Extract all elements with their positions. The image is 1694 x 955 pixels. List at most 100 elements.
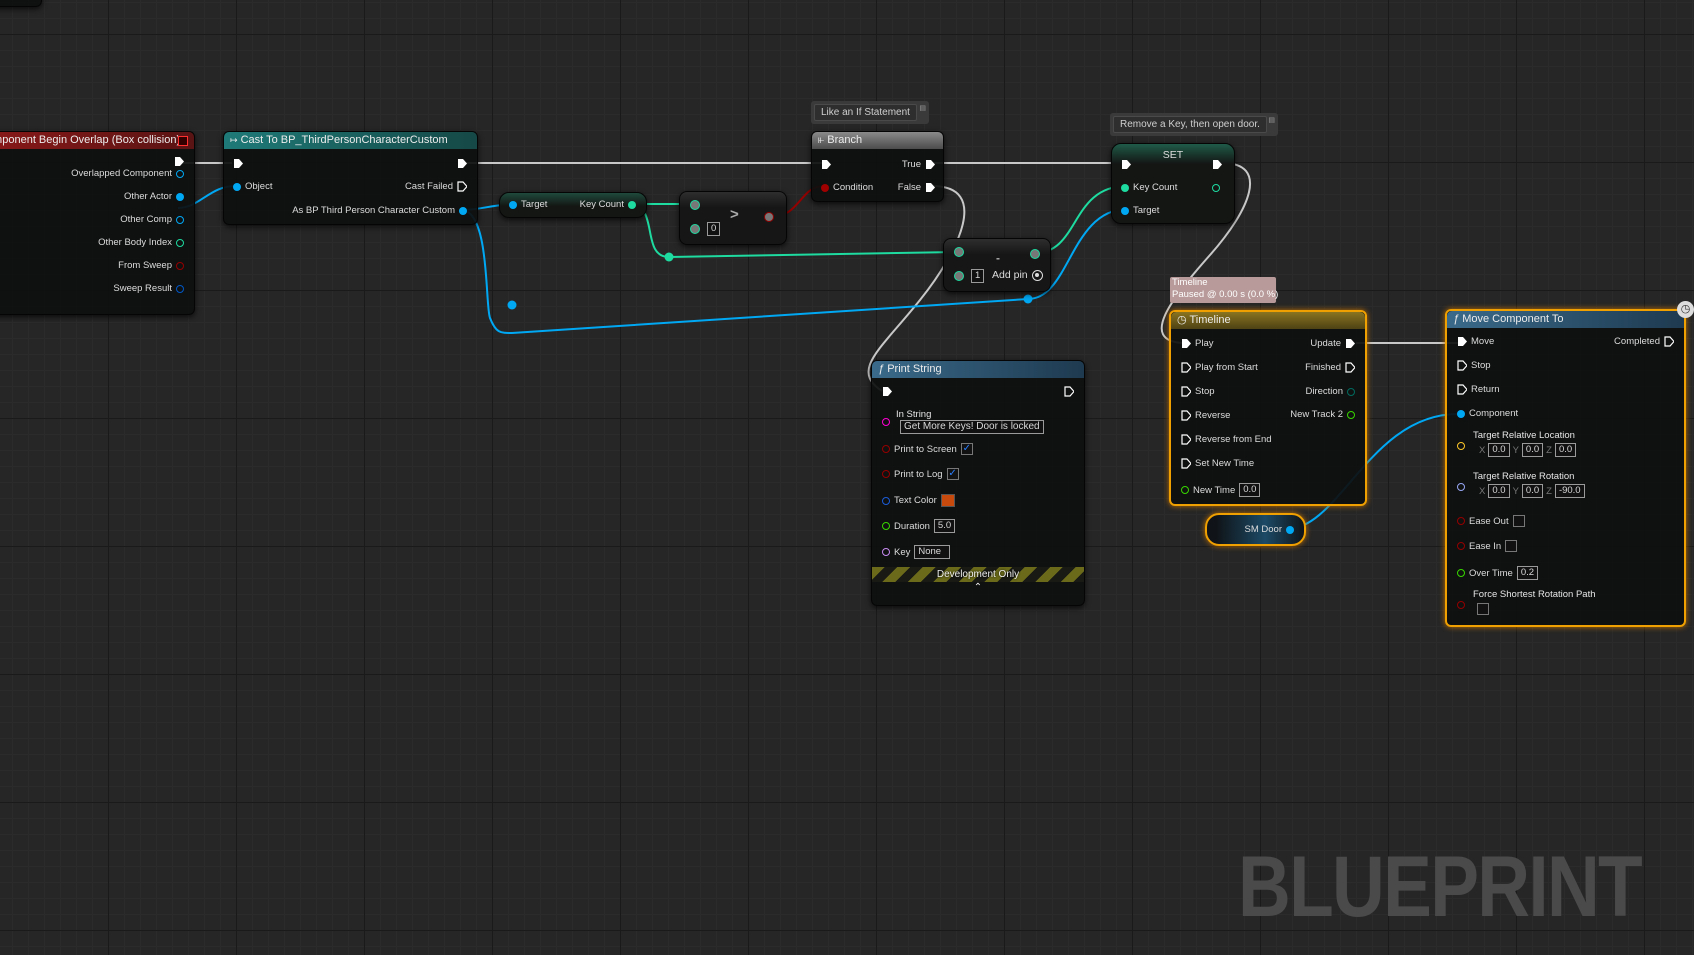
object-pin-icon <box>176 192 184 201</box>
pin-exec-out[interactable] <box>174 156 184 167</box>
integer-pin-icon[interactable] <box>1212 184 1220 192</box>
pin-exec-in[interactable] <box>821 159 831 170</box>
get-key-count-node[interactable]: Target Key Count <box>499 192 647 218</box>
rotator-pin-icon[interactable] <box>1457 483 1465 491</box>
pin-reverse-from-end[interactable]: Reverse from End <box>1181 434 1272 445</box>
int-input-b-pin[interactable] <box>954 271 964 281</box>
pin-print-to-screen[interactable]: Print to Screen✓ <box>882 443 973 455</box>
add-pin-button[interactable]: Add pin <box>992 269 1043 281</box>
pin-move[interactable]: Move <box>1457 336 1494 347</box>
location-z-input[interactable]: 0.0 <box>1554 443 1577 457</box>
pin-overlapped-component[interactable]: Overlapped Component <box>71 168 184 179</box>
pin-true[interactable]: True <box>902 159 935 170</box>
print-to-log-checkbox[interactable]: ✓ <box>946 468 959 480</box>
ease-in-checkbox[interactable] <box>1505 540 1518 552</box>
sm-door-variable-node[interactable]: SM Door <box>1205 513 1306 546</box>
pin-play[interactable]: Play <box>1181 338 1213 349</box>
branch-node-header: ⫦ Branch <box>812 132 943 149</box>
int-input-b-pin[interactable] <box>690 224 700 234</box>
in-string-input[interactable]: Get More Keys! Door is locked <box>900 420 1044 434</box>
pin-from-sweep[interactable]: From Sweep <box>118 260 184 271</box>
key-input[interactable]: None <box>914 545 951 559</box>
text-color-swatch[interactable] <box>940 494 955 507</box>
pin-update[interactable]: Update <box>1310 338 1355 349</box>
function-icon: ƒ <box>878 363 885 375</box>
collapse-arrow-icon[interactable]: ⌃ <box>973 582 983 593</box>
pin-completed[interactable]: Completed <box>1614 336 1674 347</box>
pin-exec-out[interactable] <box>1064 386 1074 397</box>
pin-sweep-result[interactable]: Sweep Result <box>113 283 184 294</box>
string-pin-icon[interactable] <box>882 418 890 426</box>
print-to-screen-checkbox[interactable]: ✓ <box>960 443 973 455</box>
vector-pin-icon[interactable] <box>1457 442 1465 450</box>
move-component-to-node[interactable]: ƒ Move Component To ◷ Move Completed Sto… <box>1445 301 1694 627</box>
pin-cast-failed[interactable]: Cast Failed <box>405 181 467 192</box>
pin-target[interactable]: Target <box>509 199 547 210</box>
pin-exec-out[interactable] <box>1212 159 1222 170</box>
pin-key-count-out[interactable]: Key Count <box>580 199 636 210</box>
location-x-input[interactable]: 0.0 <box>1488 443 1510 457</box>
pin-other-body-index[interactable]: Other Body Index <box>98 237 184 248</box>
pin-exec-in[interactable] <box>233 158 243 169</box>
pin-reverse[interactable]: Reverse <box>1181 410 1230 421</box>
pin-target[interactable]: Target <box>1121 205 1159 216</box>
pin-set-new-time[interactable]: Set New Time <box>1181 458 1254 469</box>
pin-false[interactable]: False <box>898 182 935 193</box>
pin-ease-out[interactable]: Ease Out <box>1457 515 1525 527</box>
force-shortest-checkbox[interactable] <box>1477 603 1489 615</box>
pin-other-comp[interactable]: Other Comp <box>120 214 184 225</box>
branch-comment-bubble[interactable]: Like an If Statement ▤ <box>811 101 929 124</box>
event-node-begin-overlap[interactable]: Component Begin Overlap (Box collision) … <box>0 131 195 315</box>
rotation-y-input[interactable]: 0.0 <box>1521 484 1544 498</box>
pin-direction[interactable]: Direction <box>1306 386 1355 397</box>
greater-than-node[interactable]: 0 > <box>679 191 787 245</box>
set-key-count-node[interactable]: SET Key Count Target <box>1111 143 1235 224</box>
subtract-b-value[interactable]: 1 <box>971 269 985 283</box>
bool-output-pin[interactable] <box>764 212 774 222</box>
bool-pin-icon[interactable] <box>1457 601 1465 609</box>
compare-b-value[interactable]: 0 <box>707 222 721 236</box>
wire-obj-as-reroute <box>461 209 513 334</box>
bool-pin-icon <box>1457 542 1465 550</box>
pin-condition[interactable]: Condition <box>821 182 873 193</box>
over-time-input[interactable]: 0.2 <box>1516 566 1539 580</box>
pin-text-color[interactable]: Text Color <box>882 494 955 507</box>
timeline-node[interactable]: ◷ Timeline Play Play from Start Stop Rev… <box>1169 310 1367 506</box>
pin-sm-door-out[interactable]: SM Door <box>1245 524 1294 535</box>
cast-node[interactable]: ↦ Cast To BP_ThirdPersonCharacterCustom … <box>223 131 478 225</box>
duration-input[interactable]: 5.0 <box>933 519 956 533</box>
timeline-status-tooltip: Timeline Paused @ 0.00 s (0.0 %) <box>1170 277 1278 303</box>
subtract-node[interactable]: 1 - Add pin <box>943 238 1051 292</box>
print-string-node[interactable]: ƒ Print String In String Get More Keys! … <box>871 360 1085 606</box>
rotation-z-input[interactable]: -90.0 <box>1554 484 1585 498</box>
pin-new-track-2[interactable]: New Track 2 <box>1290 409 1355 420</box>
set-comment-bubble[interactable]: Remove a Key, then open door. ▤ <box>1110 113 1278 136</box>
pin-exec-in[interactable] <box>1121 159 1131 170</box>
int-input-a-pin[interactable] <box>690 200 700 210</box>
pin-ease-in[interactable]: Ease In <box>1457 540 1518 552</box>
pin-exec-in[interactable] <box>882 386 892 397</box>
pin-other-actor[interactable]: Other Actor <box>124 191 184 202</box>
pin-exec-out[interactable] <box>457 158 467 169</box>
pin-component[interactable]: Component <box>1457 408 1518 419</box>
pin-stop[interactable]: Stop <box>1181 386 1215 397</box>
location-y-input[interactable]: 0.0 <box>1521 443 1544 457</box>
pin-stop[interactable]: Stop <box>1457 360 1491 371</box>
pin-finished[interactable]: Finished <box>1305 362 1355 373</box>
branch-node[interactable]: ⫦ Branch True Condition False <box>811 131 944 202</box>
pin-print-to-log[interactable]: Print to Log✓ <box>882 468 959 480</box>
rotation-x-input[interactable]: 0.0 <box>1488 484 1510 498</box>
pin-play-from-start[interactable]: Play from Start <box>1181 362 1258 373</box>
int-input-a-pin[interactable] <box>954 247 964 257</box>
new-time-input[interactable]: 0.0 <box>1239 483 1261 497</box>
pin-return[interactable]: Return <box>1457 384 1500 395</box>
pin-key-count-in[interactable]: Key Count <box>1121 182 1177 193</box>
pin-as-character[interactable]: As BP Third Person Character Custom <box>292 205 467 216</box>
int-output-pin[interactable] <box>1030 249 1040 259</box>
pin-object[interactable]: Object <box>233 181 272 192</box>
ease-out-checkbox[interactable] <box>1512 515 1525 527</box>
